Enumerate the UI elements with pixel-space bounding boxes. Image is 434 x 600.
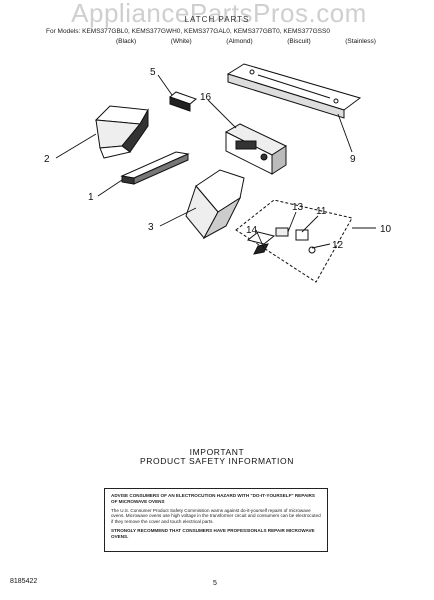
callout-14: 14 bbox=[246, 225, 258, 236]
page-number: 5 bbox=[213, 580, 217, 587]
safety-notice-box: ADVISE CONSUMERS OF AN ELECTROCUTION HAZ… bbox=[104, 488, 328, 552]
models-line: For Models: KEMS377GBL0, KEMS377GWH0, KE… bbox=[46, 28, 330, 35]
finish-label: (Black) bbox=[116, 38, 137, 45]
callout-11: 11 bbox=[316, 206, 327, 217]
part-1-strip bbox=[120, 151, 190, 185]
part-5-block bbox=[169, 91, 197, 112]
callout-5: 5 bbox=[150, 67, 156, 78]
watermark: AppliancePartsPros.com bbox=[71, 0, 367, 28]
safety-heading: IMPORTANT PRODUCT SAFETY INFORMATION bbox=[60, 448, 374, 466]
safety-heading-line2: PRODUCT SAFETY INFORMATION bbox=[140, 456, 294, 466]
finish-label: (Stainless) bbox=[345, 38, 376, 45]
finish-row: (Black) (White) (Almond) (Biscuit) (Stai… bbox=[116, 38, 376, 45]
document-number: 8185422 bbox=[10, 578, 38, 585]
part-9-bracket bbox=[226, 63, 362, 119]
part-16-latch-assembly bbox=[224, 123, 288, 175]
finish-label: (Almond) bbox=[226, 38, 253, 45]
exploded-parts-diagram: 5 16 2 1 3 9 10 13 11 12 14 bbox=[44, 63, 392, 283]
part-10-switch-assembly bbox=[235, 199, 353, 283]
callout-13: 13 bbox=[292, 202, 304, 213]
callout-2: 2 bbox=[44, 154, 50, 165]
page-title: LATCH PARTS bbox=[184, 15, 250, 24]
safety-heading-line1: IMPORTANT bbox=[189, 447, 245, 457]
callout-12: 12 bbox=[332, 240, 344, 251]
callout-16: 16 bbox=[200, 92, 212, 103]
callout-10: 10 bbox=[380, 224, 392, 235]
callout-9: 9 bbox=[350, 154, 356, 165]
finish-label: (Biscuit) bbox=[287, 38, 311, 45]
callout-1: 1 bbox=[88, 192, 94, 203]
part-3-bracket bbox=[185, 169, 245, 240]
callout-3: 3 bbox=[148, 222, 154, 233]
safety-detail: The U.S. Consumer Product Safety Commiss… bbox=[111, 507, 321, 525]
part-2-duct bbox=[94, 105, 149, 159]
finish-label: (White) bbox=[170, 38, 192, 45]
safety-warning: ADVISE CONSUMERS OF AN ELECTROCUTION HAZ… bbox=[111, 493, 315, 504]
safety-recommendation: STRONGLY RECOMMEND THAT CONSUMERS HAVE P… bbox=[111, 527, 315, 539]
